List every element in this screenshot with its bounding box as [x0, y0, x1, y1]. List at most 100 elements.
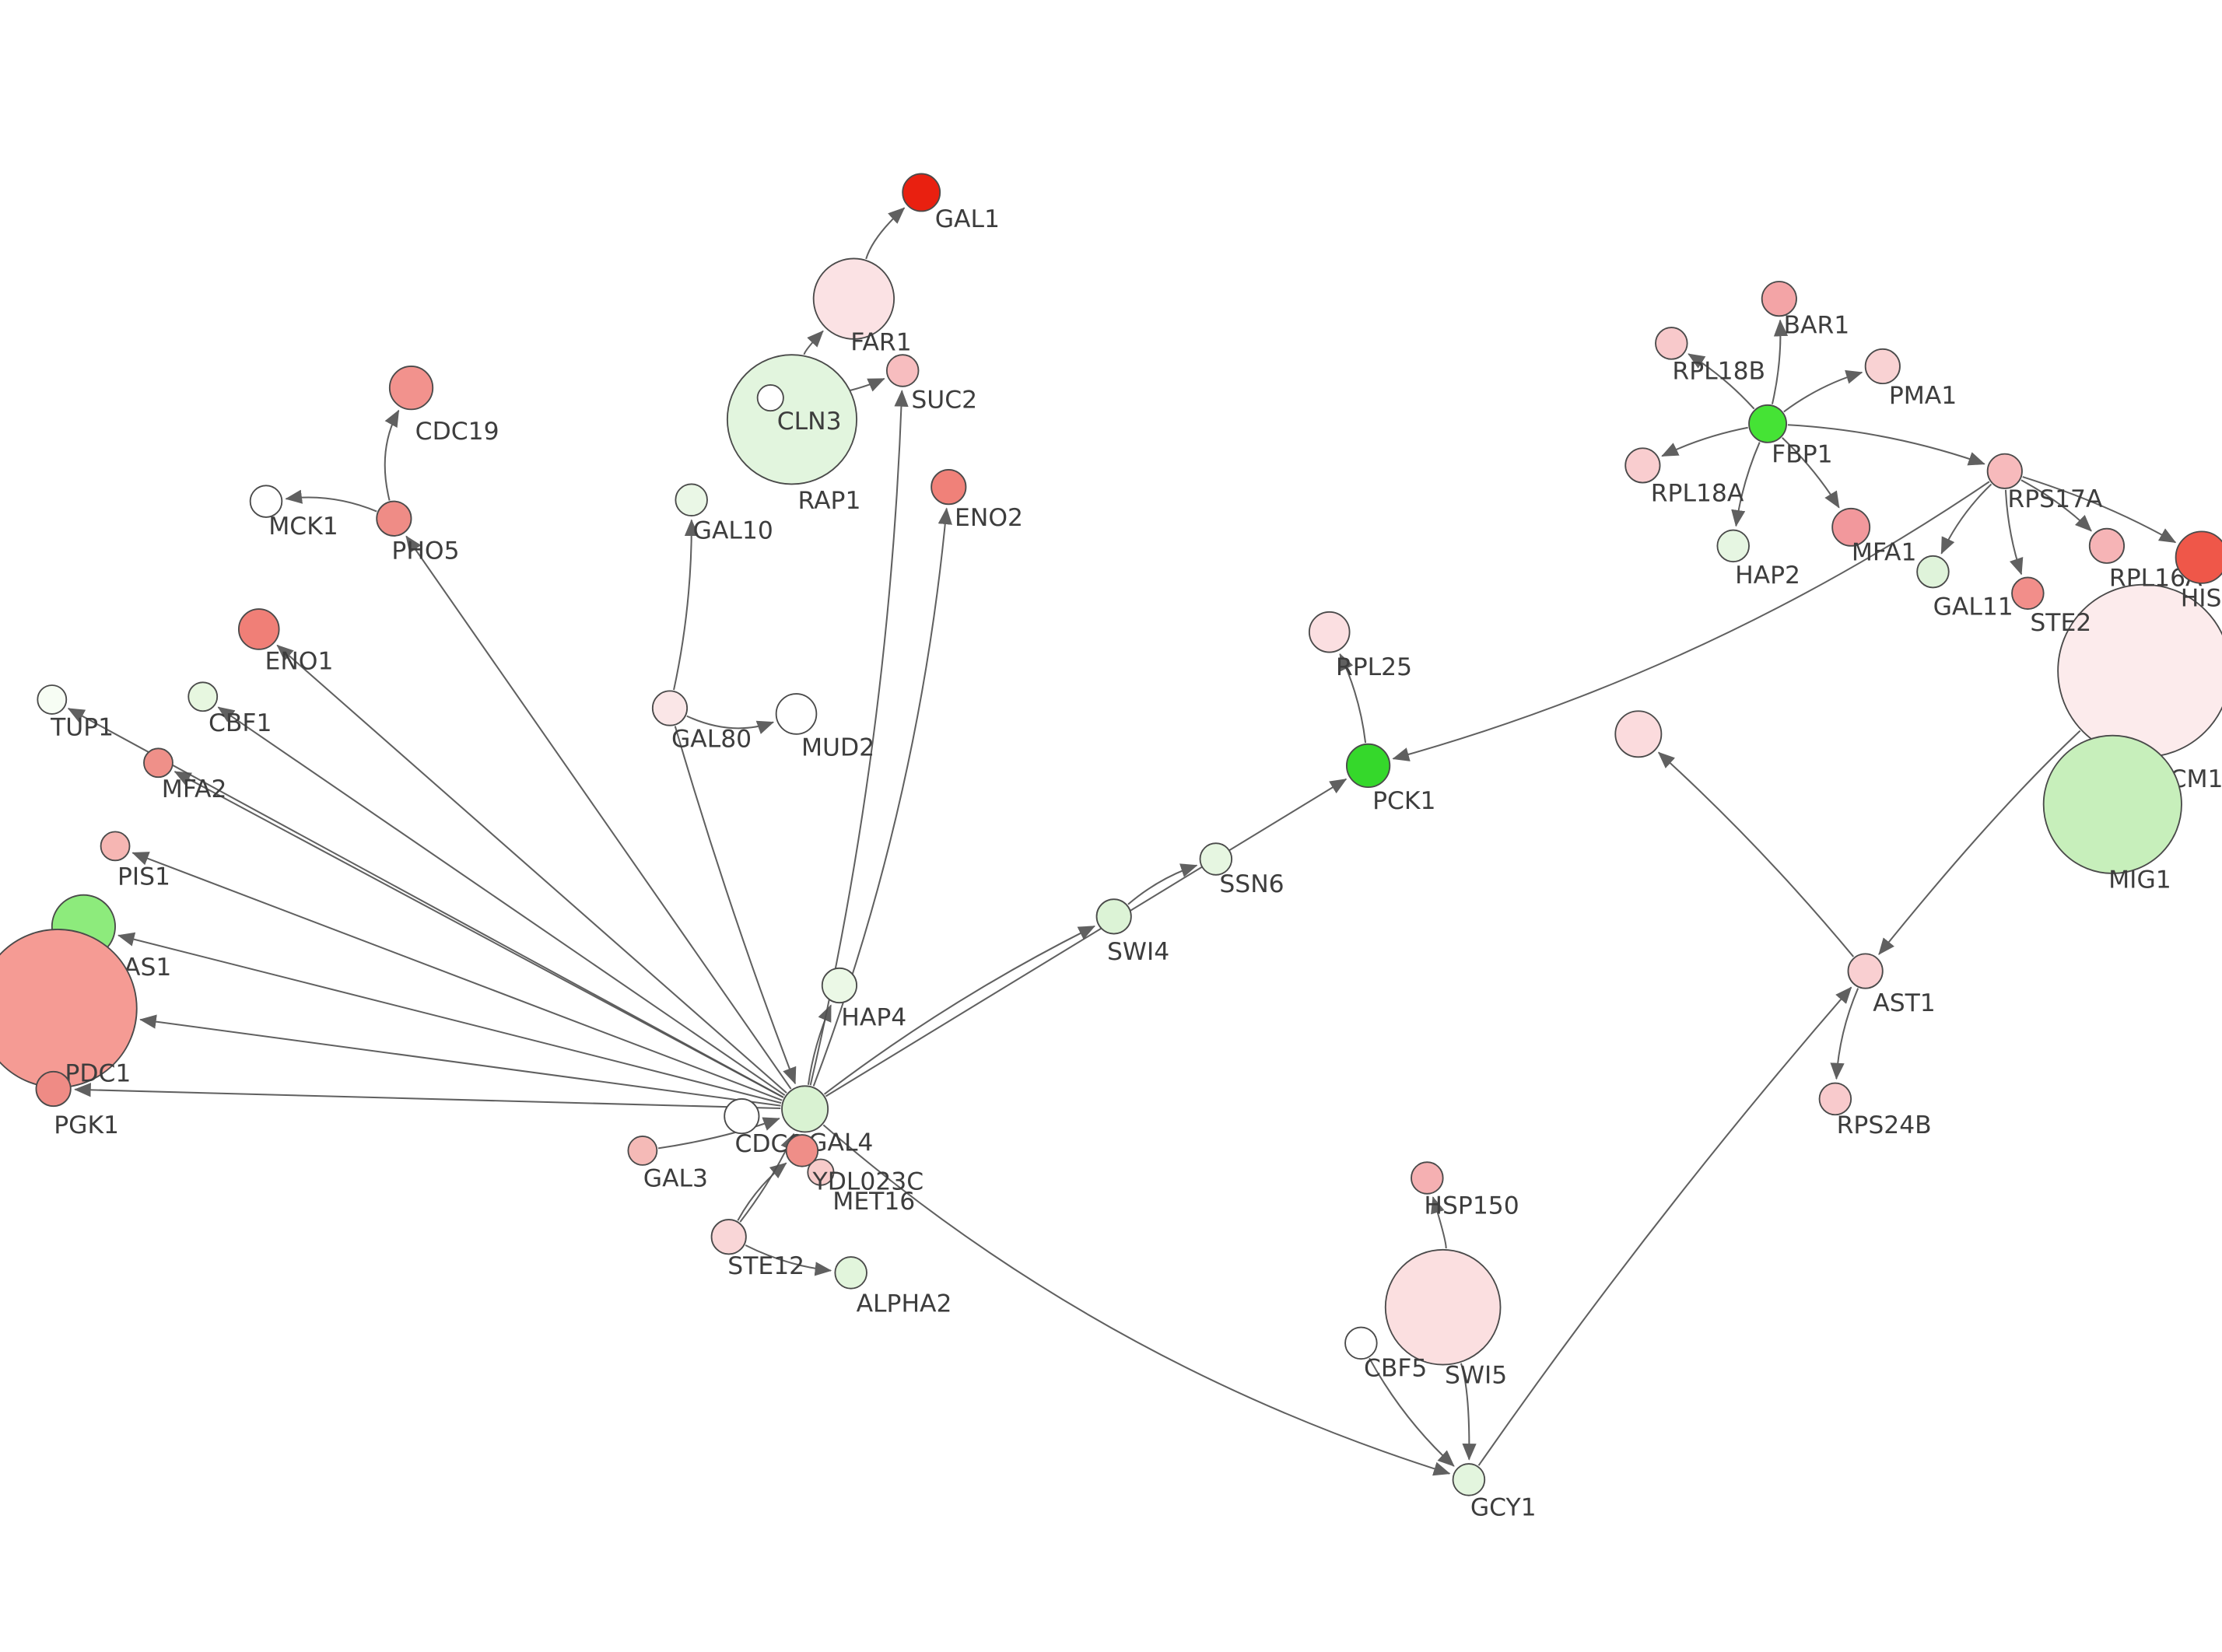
node-SWI5[interactable]	[1384, 1248, 1502, 1366]
edge-FBP1-HAP2[interactable]	[1731, 442, 1761, 527]
edge-PHO5-MCK1[interactable]	[285, 489, 377, 513]
node-AST1[interactable]	[1847, 953, 1884, 989]
edge-FBP1-RPL18A[interactable]	[1661, 426, 1748, 457]
edge-GAL80-MUD2[interactable]	[686, 715, 775, 734]
node-SSN6[interactable]	[1199, 842, 1233, 876]
node-GAL10[interactable]	[675, 483, 708, 516]
edge-FBP1-MFA1[interactable]	[1782, 436, 1840, 509]
edge-GAL4-TUP1[interactable]	[67, 708, 784, 1098]
edge-GAL4-RAS1[interactable]	[117, 932, 782, 1104]
node-STE2[interactable]	[2011, 576, 2045, 611]
edge-FBP1-RPL18B[interactable]	[1688, 353, 1755, 410]
edge-GAL4-GCY1[interactable]	[822, 1124, 1451, 1476]
node-HAP4[interactable]	[821, 967, 858, 1004]
edge-FBP1-BAR1[interactable]	[1771, 319, 1789, 404]
node-CBF1[interactable]	[188, 681, 219, 712]
node-MFA2[interactable]	[143, 747, 173, 779]
edge-FBP1-PMA1[interactable]	[1783, 369, 1863, 413]
node-SWI4[interactable]	[1095, 898, 1132, 935]
edge-SWI5-HSP150[interactable]	[1431, 1196, 1447, 1249]
edge-GAL4-ENO2[interactable]	[812, 507, 952, 1087]
edge-AST1-RPS24B[interactable]	[1830, 988, 1859, 1080]
node-CDC6[interactable]	[724, 1097, 760, 1135]
node-RPL16A[interactable]	[2088, 527, 2126, 564]
edge-MCM1-AST1[interactable]	[1878, 730, 2081, 955]
node-CDC19[interactable]	[388, 366, 434, 411]
edge-PCK1-RPL25[interactable]	[1339, 653, 1367, 744]
node-CLN3[interactable]	[726, 354, 858, 485]
edge-GAL4-ENO1[interactable]	[276, 644, 787, 1094]
node-GAL3[interactable]	[627, 1136, 658, 1166]
node-MET16[interactable]	[807, 1158, 835, 1186]
node-MCK1[interactable]	[249, 485, 283, 518]
edge-AST1-N36[interactable]	[1657, 751, 1855, 957]
node-RPS17A[interactable]	[1986, 453, 2023, 489]
node-FAR1[interactable]	[812, 257, 895, 340]
node-CBF5[interactable]	[1344, 1326, 1378, 1360]
edge-STE12-ALPHA2[interactable]	[745, 1244, 832, 1276]
node-HAP2[interactable]	[1716, 529, 1750, 563]
node-label-PCK1: PCK1	[1372, 787, 1435, 815]
node-PHO5[interactable]	[376, 500, 412, 537]
edge-RPS17A-RPL16A[interactable]	[2020, 479, 2092, 532]
node-MFA1[interactable]	[1831, 507, 1871, 547]
edge-RPS17A-HIS4[interactable]	[2022, 476, 2177, 544]
edge-GCY1-AST1[interactable]	[1477, 986, 1852, 1466]
node-GAL11[interactable]	[1916, 555, 1950, 589]
edge-GAL4-CBF1[interactable]	[217, 706, 786, 1096]
edge-FAR1-GAL1[interactable]	[865, 207, 906, 260]
edge-GAL4-PHO5[interactable]	[405, 535, 792, 1090]
edge-SWI5-GCY1[interactable]	[1460, 1363, 1477, 1461]
node-PMA1[interactable]	[1864, 348, 1901, 385]
node-HSP150[interactable]	[1411, 1161, 1444, 1195]
node-SUC2[interactable]	[885, 354, 920, 387]
edge-CLN3-FAR1[interactable]	[803, 330, 824, 355]
edge-GAL3-GAL4[interactable]	[657, 1117, 780, 1150]
node-group-CBF5: CBF5	[1344, 1326, 1427, 1382]
edge-RPS17A-STE2[interactable]	[2004, 489, 2024, 576]
node-PCK1[interactable]	[1345, 743, 1391, 789]
edge-GAL4-PGK1[interactable]	[74, 1083, 781, 1110]
node-RAP1[interactable]	[756, 384, 784, 412]
node-group-GAL80: GAL80	[651, 690, 752, 753]
node-RPL18A[interactable]	[1624, 447, 1661, 484]
node-HIS4[interactable]	[2175, 530, 2222, 584]
node-ENO2[interactable]	[931, 469, 967, 506]
node-PIS1[interactable]	[100, 831, 131, 862]
edge-GAL4-SWI4[interactable]	[823, 925, 1095, 1095]
node-YDL023C[interactable]	[785, 1134, 819, 1167]
node-ENO1[interactable]	[237, 608, 280, 650]
edge-FBP1-RPS17A[interactable]	[1787, 424, 1985, 466]
node-GCY1[interactable]	[1452, 1463, 1486, 1496]
edge-PHO5-CDC19[interactable]	[384, 409, 400, 501]
node-GAL4[interactable]	[781, 1085, 829, 1133]
node-GAL80[interactable]	[651, 690, 689, 726]
node-RPL18B[interactable]	[1655, 327, 1688, 360]
node-MUD2[interactable]	[775, 693, 818, 735]
node-PGK1[interactable]	[35, 1070, 72, 1108]
node-N36[interactable]	[1614, 710, 1663, 758]
node-TUP1[interactable]	[37, 684, 68, 715]
edge-CBF5-GCY1[interactable]	[1369, 1357, 1455, 1467]
node-FBP1[interactable]	[1748, 404, 1787, 443]
edge-GAL80-GAL4[interactable]	[674, 726, 797, 1085]
edge-GAL4-PCK1[interactable]	[825, 778, 1348, 1097]
node-MIG1[interactable]	[2042, 734, 2182, 874]
edge-STE12-YDL023C[interactable]	[737, 1162, 787, 1221]
node-RPL25[interactable]	[1308, 611, 1351, 653]
edge-SWI4-SSN6[interactable]	[1127, 863, 1198, 905]
node-label-TUP1: TUP1	[50, 714, 114, 742]
edge-GAL4-PDC1[interactable]	[139, 1014, 781, 1107]
edge-GAL80-GAL10[interactable]	[673, 519, 699, 691]
node-RPS24B[interactable]	[1818, 1082, 1852, 1116]
edge-RPS17A-PCK1[interactable]	[1392, 481, 1990, 761]
node-GAL1[interactable]	[902, 173, 941, 212]
edge-GAL4-MFA2[interactable]	[173, 771, 784, 1098]
node-STE12[interactable]	[710, 1219, 747, 1255]
node-ALPHA2[interactable]	[834, 1256, 867, 1290]
edge-RPS17A-GAL11[interactable]	[1940, 483, 1992, 555]
edge-GAL4-PIS1[interactable]	[131, 852, 783, 1101]
edge-GAL4-HAP4[interactable]	[807, 1004, 832, 1085]
node-BAR1[interactable]	[1761, 281, 1797, 317]
